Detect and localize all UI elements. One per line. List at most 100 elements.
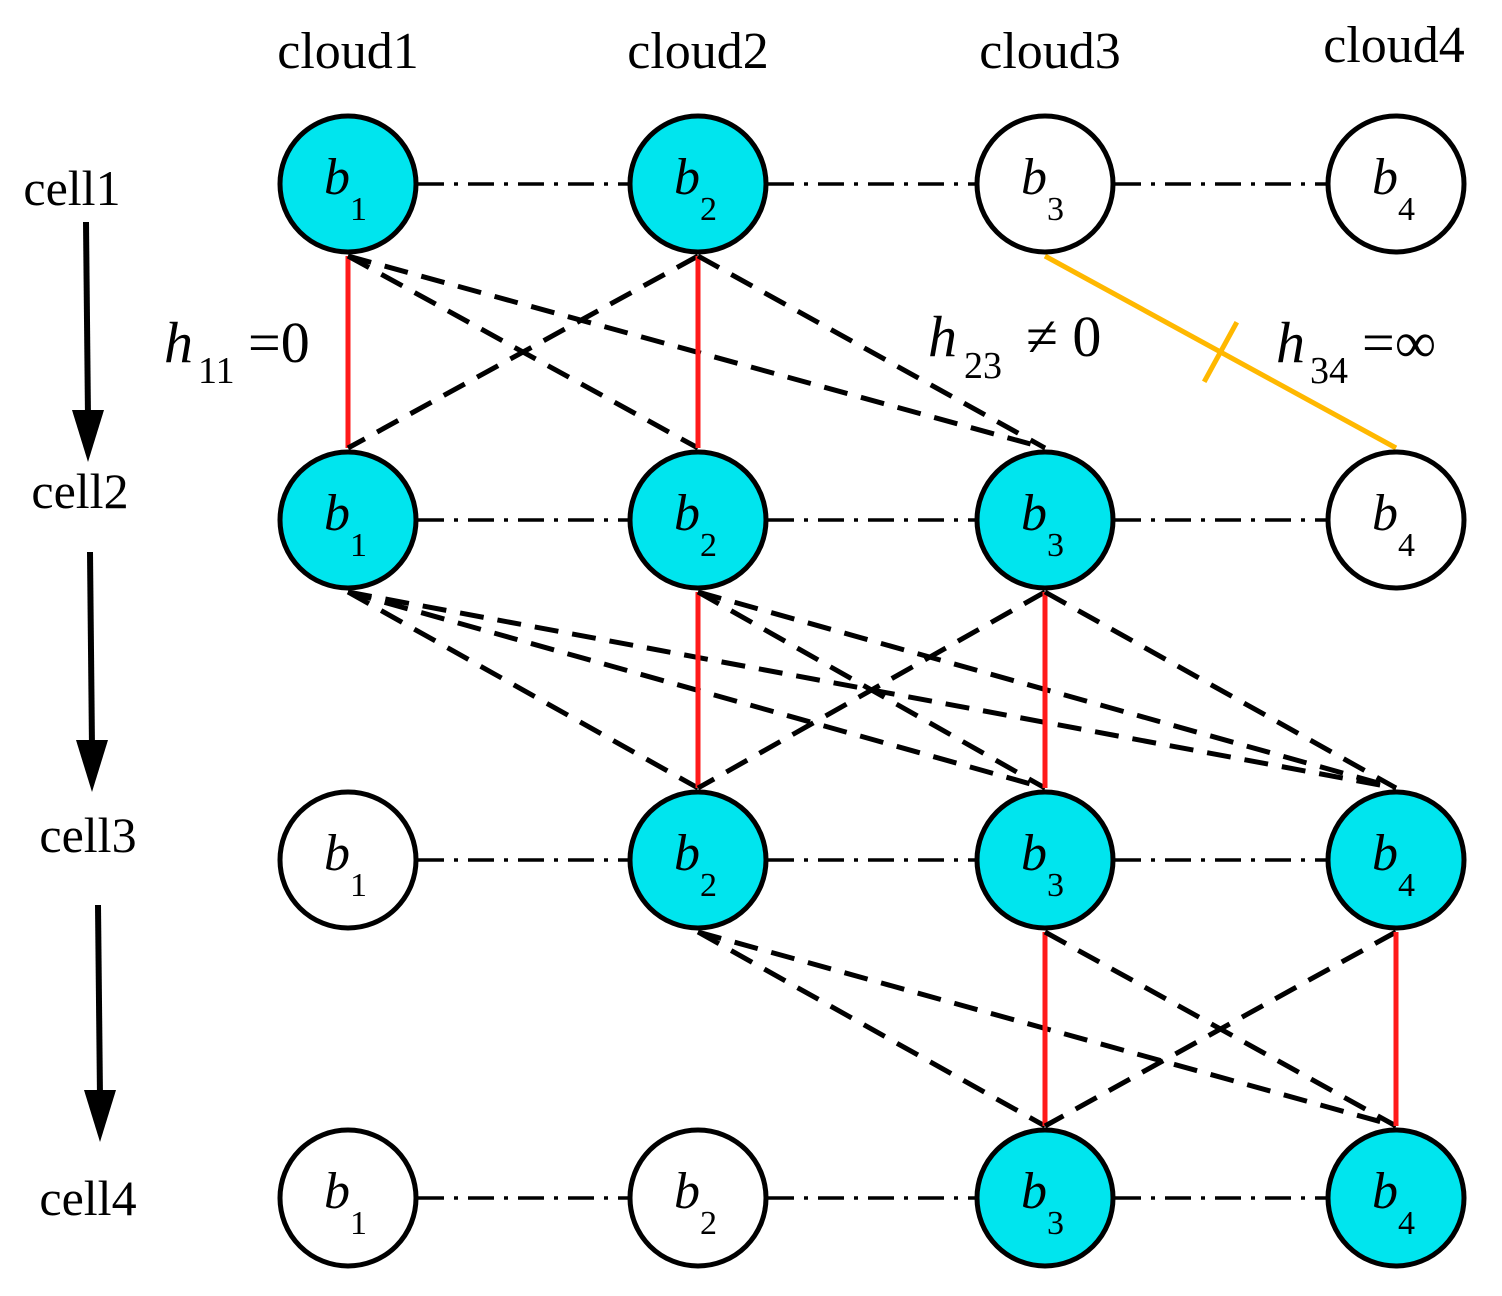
row-labels: cell1 cell2 cell3 cell4 <box>23 160 136 1226</box>
node-circle <box>627 1127 769 1269</box>
node-subscript: 3 <box>1047 867 1064 904</box>
node-subscript: 4 <box>1398 867 1415 904</box>
node-symbol: b <box>324 485 350 542</box>
node-symbol: b <box>674 1163 700 1220</box>
node-symbol: b <box>674 825 700 882</box>
node-cell1-b2: b2 <box>627 113 769 255</box>
node-circle <box>277 449 419 591</box>
blocked-link-tick <box>1201 320 1240 384</box>
node-circle <box>974 789 1116 931</box>
node-subscript: 1 <box>350 867 367 904</box>
node-subscript: 1 <box>350 527 367 564</box>
down-arrow-icon <box>76 740 108 792</box>
node-symbol: b <box>674 149 700 206</box>
node-circle <box>974 449 1116 591</box>
row-label-cell3: cell3 <box>39 807 136 863</box>
node-subscript: 4 <box>1398 191 1415 228</box>
annotation-h11: h 11 =0 <box>164 310 310 392</box>
node-circle <box>1325 113 1467 255</box>
down-arrow-icon <box>95 904 103 1099</box>
node-circle <box>627 113 769 255</box>
annotation-symbol: h <box>164 310 193 375</box>
annotation-subscript: 23 <box>964 345 1002 387</box>
edge-cell3-b2-to-cell4-b3 <box>696 929 1047 1129</box>
node-subscript: 4 <box>1398 1205 1415 1242</box>
blocked-tick-mark <box>1201 320 1240 384</box>
edge-cell2-b3-to-cell3-b4 <box>1043 589 1398 791</box>
row-label-cell1: cell1 <box>23 160 120 216</box>
flow-arrows <box>72 221 116 1142</box>
intra-cell-links <box>418 182 1326 1200</box>
node-cell2-b3: b3 <box>974 449 1116 591</box>
column-label-cloud2: cloud2 <box>627 23 769 80</box>
annotation-h23: h 23 ≠ 0 <box>928 304 1101 387</box>
annotation-subscript: 34 <box>1310 350 1348 392</box>
annotation-value: ≠ 0 <box>1026 304 1101 369</box>
node-cell3-b1: b1 <box>277 789 419 931</box>
node-subscript: 1 <box>350 191 367 228</box>
node-cell2-b4: b4 <box>1325 449 1467 591</box>
node-symbol: b <box>1372 825 1398 882</box>
annotation-h34: h 34 =∞ <box>1276 310 1436 392</box>
node-subscript: 2 <box>700 867 717 904</box>
column-label-cloud1: cloud1 <box>277 23 419 80</box>
node-cell4-b2: b2 <box>627 1127 769 1269</box>
node-symbol: b <box>1372 1163 1398 1220</box>
edge-cell2-b1-to-cell3-b2 <box>346 589 700 791</box>
annotation-symbol: h <box>1276 310 1305 375</box>
node-cell4-b4: b4 <box>1325 1127 1467 1269</box>
node-circle <box>627 789 769 931</box>
row-label-cell2: cell2 <box>31 463 128 519</box>
node-circle <box>277 113 419 255</box>
node-circle <box>1325 789 1467 931</box>
node-symbol: b <box>1372 485 1398 542</box>
edge-cell3-b4-to-cell4-b3 <box>1043 929 1398 1129</box>
down-arrow-icon <box>83 221 91 419</box>
node-subscript: 4 <box>1398 527 1415 564</box>
annotation-value: =0 <box>248 310 310 375</box>
node-symbol: b <box>1021 1163 1047 1220</box>
node-cell2-b2: b2 <box>627 449 769 591</box>
column-label-cloud4: cloud4 <box>1323 17 1465 74</box>
node-subscript: 2 <box>700 191 717 228</box>
edge-cell1-b2-to-cell2-b1 <box>346 253 700 451</box>
node-subscript: 1 <box>350 1205 367 1242</box>
node-circle <box>277 789 419 931</box>
column-label-cloud3: cloud3 <box>979 23 1121 80</box>
annotation-symbol: h <box>928 304 957 369</box>
node-symbol: b <box>674 485 700 542</box>
node-subscript: 3 <box>1047 527 1064 564</box>
node-cell4-b1: b1 <box>277 1127 419 1269</box>
node-cell2-b1: b1 <box>277 449 419 591</box>
node-circle <box>1325 449 1467 591</box>
node-symbol: b <box>1372 149 1398 206</box>
node-symbol: b <box>324 825 350 882</box>
edge-cell1-b2-to-cell2-b3 <box>696 253 1047 451</box>
node-symbol: b <box>1021 149 1047 206</box>
annotation-value: =∞ <box>1362 310 1436 375</box>
down-arrow-icon <box>84 1090 116 1142</box>
down-arrow-icon <box>87 551 95 749</box>
annotation-subscript: 11 <box>198 350 235 392</box>
down-arrow-icon <box>72 410 104 462</box>
node-circle <box>974 1127 1116 1269</box>
node-subscript: 3 <box>1047 1205 1064 1242</box>
node-circle <box>1325 1127 1467 1269</box>
node-symbol: b <box>1021 485 1047 542</box>
node-cell1-b3: b3 <box>974 113 1116 255</box>
node-cell3-b3: b3 <box>974 789 1116 931</box>
node-subscript: 2 <box>700 527 717 564</box>
node-circle <box>974 113 1116 255</box>
node-symbol: b <box>1021 825 1047 882</box>
node-cell1-b4: b4 <box>1325 113 1467 255</box>
row-label-cell4: cell4 <box>39 1170 136 1226</box>
node-cell1-b1: b1 <box>277 113 419 255</box>
node-cell4-b3: b3 <box>974 1127 1116 1269</box>
node-subscript: 2 <box>700 1205 717 1242</box>
node-subscript: 3 <box>1047 191 1064 228</box>
node-cell3-b4: b4 <box>1325 789 1467 931</box>
node-circle <box>277 1127 419 1269</box>
column-headers: cloud1 cloud2 cloud3 cloud4 <box>277 17 1465 80</box>
